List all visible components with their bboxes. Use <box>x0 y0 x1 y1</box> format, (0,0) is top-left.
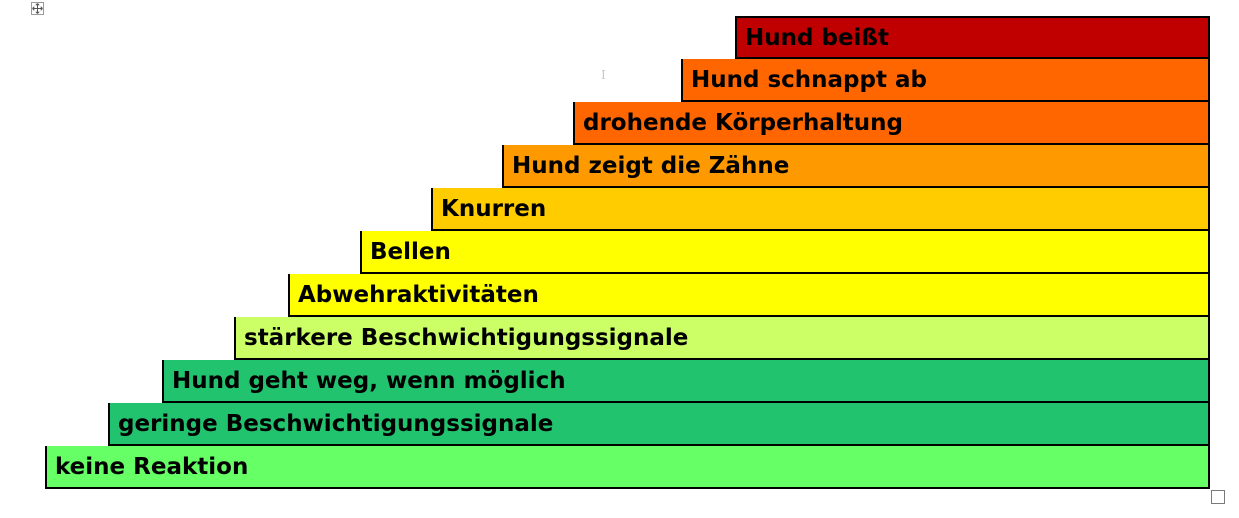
step-label: geringe Beschwichtigungssignale <box>118 410 554 437</box>
step-hund-zeigt-die-zaehne: Hund zeigt die Zähne <box>502 145 1210 188</box>
step-label: Hund geht weg, wenn möglich <box>172 367 566 394</box>
step-label: Knurren <box>441 195 547 222</box>
step-label: Hund schnappt ab <box>691 66 927 93</box>
step-knurren: Knurren <box>431 188 1210 231</box>
step-drohende-koerperhaltung: drohende Körperhaltung <box>573 102 1210 145</box>
step-label: Bellen <box>370 238 451 265</box>
step-label: stärkere Beschwichtigungssignale <box>244 324 689 351</box>
step-hund-schnappt-ab: Hund schnappt ab <box>681 59 1210 102</box>
step-geringe-beschwichtigungssignale: geringe Beschwichtigungssignale <box>108 403 1210 446</box>
i-beam-cursor-icon: I <box>601 68 606 82</box>
step-abwehraktivitaeten: Abwehraktivitäten <box>288 274 1210 317</box>
table-resize-handle[interactable] <box>1211 490 1225 504</box>
step-hund-beisst: Hund beißt <box>735 16 1210 59</box>
step-staerkere-beschwichtigungssignale: stärkere Beschwichtigungssignale <box>234 317 1210 360</box>
step-bellen: Bellen <box>360 231 1210 274</box>
step-label: Hund beißt <box>745 24 889 51</box>
table-move-handle-icon[interactable] <box>31 2 44 15</box>
step-label: Hund zeigt die Zähne <box>512 152 790 179</box>
step-label: Abwehraktivitäten <box>298 281 539 308</box>
step-label: drohende Körperhaltung <box>583 109 903 136</box>
step-hund-geht-weg: Hund geht weg, wenn möglich <box>162 360 1210 403</box>
step-keine-reaktion: keine Reaktion <box>45 446 1210 489</box>
step-label: keine Reaktion <box>55 453 249 480</box>
